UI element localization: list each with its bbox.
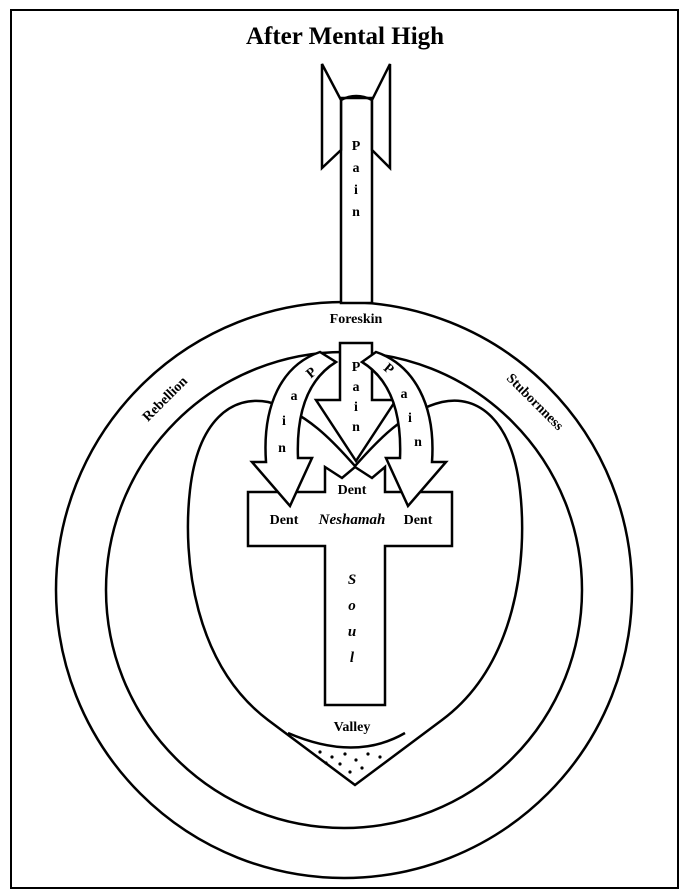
right-pain-letter-i: i [408,411,412,426]
foreskin-label: Foreskin [330,312,383,327]
rebellion-label: Rebellion [140,374,191,425]
dent-label-top: Dent [338,483,367,498]
right-pain-letter-n: n [414,435,422,450]
soul-letter-o: o [348,598,356,614]
center-pain-letter-p: P [352,360,361,375]
neshamah-label: Neshamah [318,512,386,528]
right-pain-letter-a: a [401,387,408,402]
left-pain-letter-n: n [278,441,286,456]
top-pain-letter-n: n [352,205,360,220]
top-pain-letter-p: P [352,139,361,154]
stubornness-label: Stubornness [503,371,566,434]
left-pain-letter-i: i [282,414,286,429]
top-pain-letter-a: a [353,161,360,176]
soul-letter-s: S [348,572,356,588]
center-pain-letter-a: a [353,380,360,395]
dent-label-right: Dent [404,513,433,528]
diagram-title: After Mental High [246,23,444,50]
left-pain-letter-a: a [291,389,298,404]
center-pain-letter-i: i [354,400,358,415]
dent-label-left: Dent [270,513,299,528]
valley-label: Valley [334,720,371,735]
center-pain-letter-n: n [352,420,360,435]
soul-letter-u: u [348,624,356,640]
top-pain-letter-i: i [354,183,358,198]
